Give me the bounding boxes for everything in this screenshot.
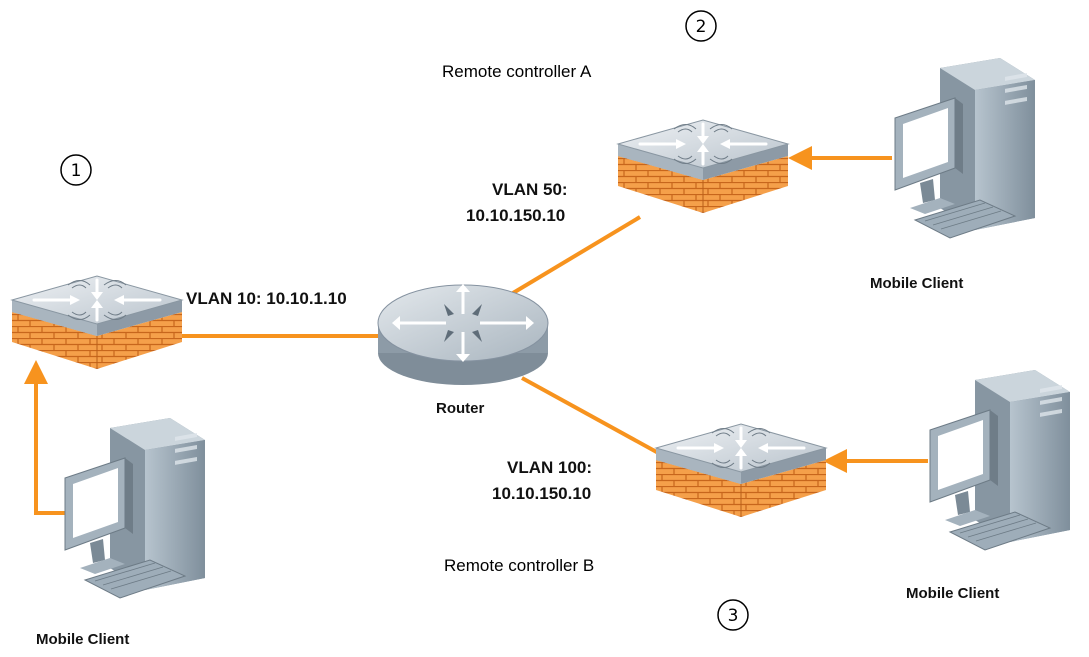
mobile-client-a-icon xyxy=(894,57,1036,239)
remote-controller-b-label: Remote controller B xyxy=(444,556,594,575)
link-router-remote-b xyxy=(521,376,663,457)
step-2-marker: 2 xyxy=(685,10,717,42)
step-3-marker: 3 xyxy=(717,599,749,631)
router-label: Router xyxy=(436,400,484,417)
mobile-client-local-icon xyxy=(64,417,206,599)
local-controller-icon xyxy=(10,252,184,371)
router-icon xyxy=(377,284,549,385)
remote-controller-a-label: Remote controller A xyxy=(442,62,592,81)
remote-controller-b-icon xyxy=(654,400,828,519)
step-3-number: 3 xyxy=(728,606,739,626)
vlan-10-label: VLAN 10: 10.10.1.10 xyxy=(186,289,347,308)
vlan-100-address: 10.10.150.10 xyxy=(492,484,591,503)
mobile-client-b-icon xyxy=(929,369,1071,551)
vlan-50-address: 10.10.150.10 xyxy=(466,206,565,225)
vlan-100-label: VLAN 100: xyxy=(507,458,592,477)
mobile-client-a-label: Mobile Client xyxy=(870,275,963,292)
step-2-number: 2 xyxy=(696,17,707,37)
links xyxy=(24,146,928,515)
step-1-number: 1 xyxy=(71,161,82,181)
remote-controller-a-icon xyxy=(616,96,790,215)
link-client-local-controller xyxy=(24,360,78,515)
mobile-client-local-label: Mobile Client xyxy=(36,631,129,648)
mobile-client-b-label: Mobile Client xyxy=(906,585,999,602)
step-1-marker: 1 xyxy=(60,154,92,186)
link-router-remote-a xyxy=(496,215,642,304)
vlan-50-label: VLAN 50: xyxy=(492,180,568,199)
